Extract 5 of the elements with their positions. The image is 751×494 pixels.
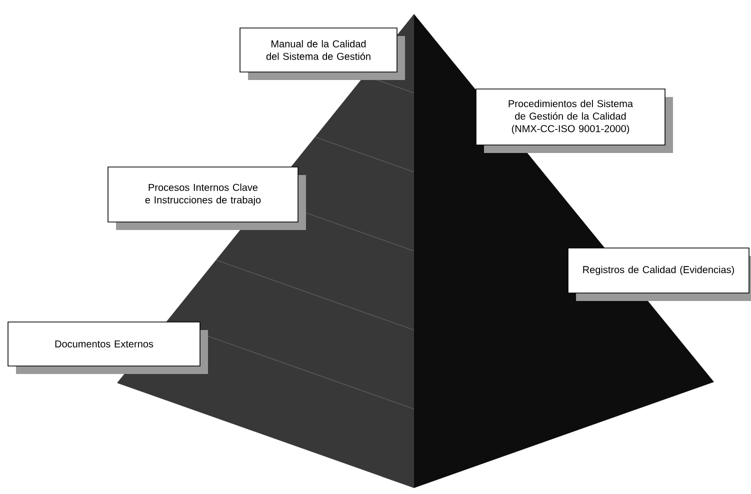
label-box: Manual de la Calidad del Sistema de Gestión (240, 28, 405, 80)
label-box: Registros de Calidad (Evidencias) (568, 248, 751, 301)
label-box: Procedimientos del Sistema de Gestión de la Calidad (NMX-CC-ISO 9001-2000) (476, 88, 673, 153)
label-box: Procesos Internos Clave e Instrucciones de trabajo (108, 166, 306, 230)
label-box: Documentos Externos (8, 322, 208, 374)
